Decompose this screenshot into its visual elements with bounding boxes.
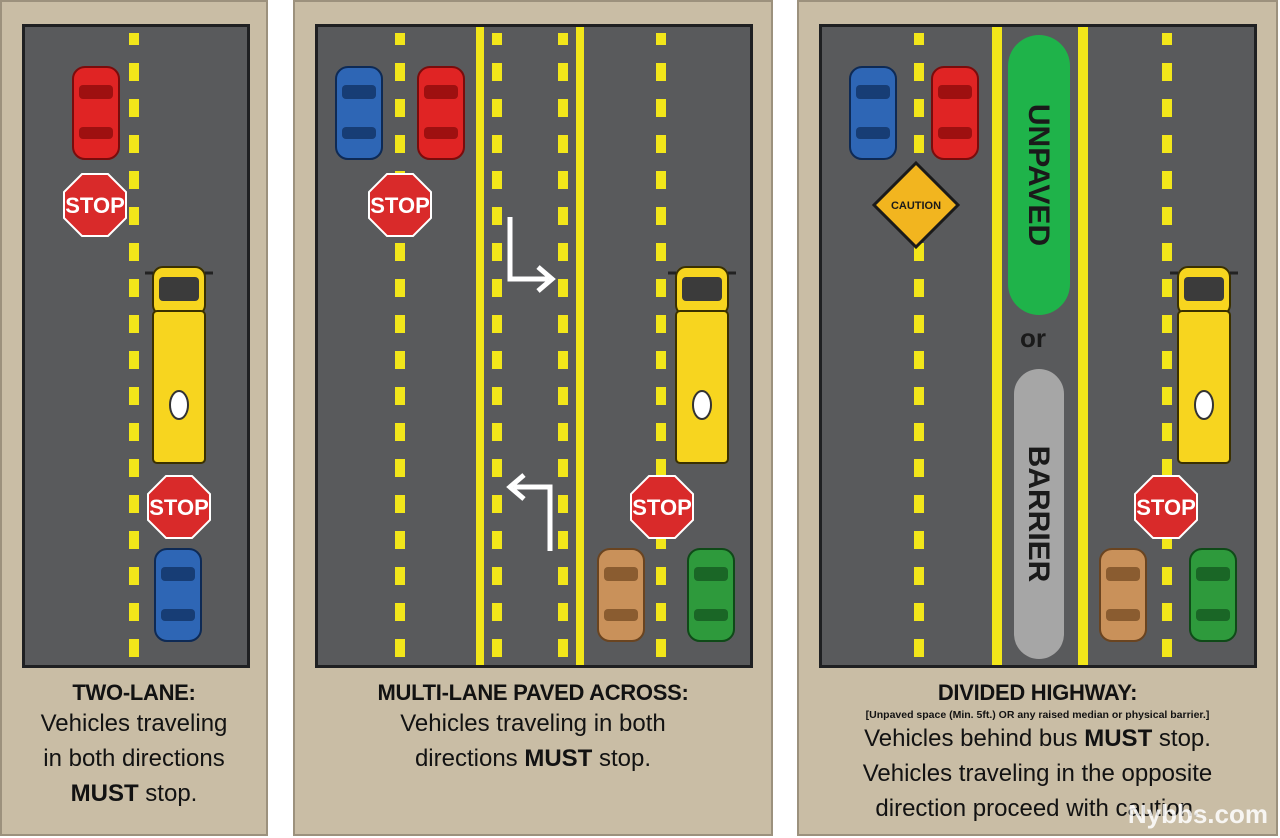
turn-arrow-right-icon [507, 217, 556, 293]
blue-car [154, 548, 202, 642]
caption-line: Vehicles traveling in the opposite [862, 760, 1213, 787]
multi-lane-road-graphic: STOP STOP [335, 27, 736, 665]
caption-bold: MUST [1084, 725, 1153, 752]
tan-car [597, 548, 645, 642]
median-or-label: or [1020, 323, 1046, 353]
caption-title: MULTI-LANE PAVED ACROSS: [377, 680, 689, 705]
divided-highway-road: CAUTION UNPAVED BARRIER STOP [819, 24, 1257, 668]
caution-sign-label: CAUTION [891, 200, 941, 212]
caution-sign: CAUTION [871, 160, 961, 250]
caption-title: DIVIDED HIGHWAY: [937, 680, 1138, 705]
turn-arrow-left-icon [506, 473, 553, 551]
unpaved-label: UNPAVED [1022, 104, 1055, 246]
stop-sign-label: STOP [149, 495, 209, 520]
caption-line: Vehicles traveling [40, 710, 228, 737]
bus-stop-arm: STOP [630, 475, 694, 539]
school-bus [1170, 266, 1238, 464]
stop-sign-label: STOP [370, 193, 430, 218]
caption-post: stop. [592, 745, 652, 772]
stop-sign: STOP [63, 173, 127, 237]
divided-highway-graphic: CAUTION UNPAVED BARRIER STOP [849, 27, 1238, 665]
barrier-median: BARRIER [1014, 369, 1064, 659]
stop-sign-label: STOP [65, 193, 125, 218]
two-lane-caption: TWO-LANE: Vehicles traveling in both dir… [2, 680, 266, 811]
caption-line: directions MUST stop. [295, 741, 771, 776]
red-car [417, 66, 465, 160]
panel-two-lane: STOP STOP TWO-LAN [0, 0, 268, 836]
stop-sign-label: STOP [632, 495, 692, 520]
unpaved-median: UNPAVED [1008, 35, 1070, 315]
green-car [1189, 548, 1237, 642]
caption-bold: MUST [524, 745, 593, 772]
school-bus [145, 266, 213, 464]
two-lane-road: STOP STOP [22, 24, 250, 668]
green-car [687, 548, 735, 642]
caption-bold: MUST [70, 780, 139, 807]
watermark: Nybbs.com [1127, 799, 1268, 829]
caption-line: direction proceed with caution. [875, 795, 1200, 822]
blue-car [849, 66, 897, 160]
panel-multi-lane: STOP STOP [293, 0, 773, 836]
multi-lane-road: STOP STOP [315, 24, 753, 668]
caption-pre: Vehicles behind bus [864, 725, 1085, 752]
caption-title: TWO-LANE: [72, 680, 196, 705]
bus-stop-arm: STOP [1134, 475, 1198, 539]
red-car [931, 66, 979, 160]
divided-highway-caption: DIVIDED HIGHWAY: [Unpaved space (Min. 5f… [799, 680, 1276, 826]
bus-stop-arm: STOP [147, 475, 211, 539]
caption-line: MUST stop. [2, 776, 266, 811]
caption-post: stop. [1152, 725, 1211, 752]
multi-lane-caption: MULTI-LANE PAVED ACROSS: Vehicles travel… [295, 680, 771, 776]
center-dashed-line [129, 33, 139, 659]
stop-sign: STOP [368, 173, 432, 237]
caption-line: Vehicles behind bus MUST stop. [799, 721, 1276, 756]
tan-car [1099, 548, 1147, 642]
blue-car [335, 66, 383, 160]
stop-sign-label: STOP [1136, 495, 1196, 520]
panel-divided-highway: CAUTION UNPAVED BARRIER STOP [797, 0, 1278, 836]
caption-subtitle: [Unpaved space (Min. 5ft.) OR any raised… [865, 709, 1210, 721]
barrier-label: BARRIER [1022, 446, 1055, 583]
caption-rest: stop. [138, 780, 198, 807]
caption-pre: directions [414, 745, 525, 772]
caption-line: in both directions [43, 745, 225, 772]
red-car [72, 66, 120, 160]
two-lane-road-graphic: STOP STOP [63, 33, 213, 659]
caption-line: Vehicles traveling in both [400, 710, 666, 737]
school-bus [668, 266, 736, 464]
